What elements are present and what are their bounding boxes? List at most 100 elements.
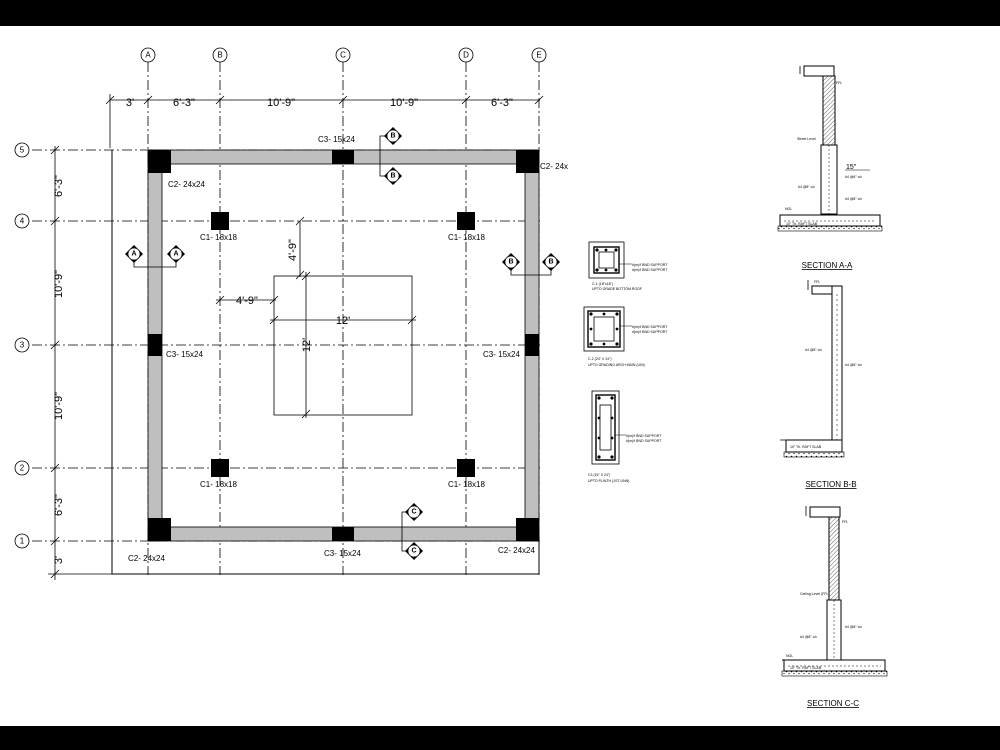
- bottom-letterbox-bar: [0, 726, 1000, 750]
- grid-bubble-d: D: [458, 47, 474, 63]
- column-c2: [148, 150, 171, 173]
- columns: [148, 150, 539, 541]
- svg-text:#4 @8" c/c: #4 @8" c/c: [845, 625, 862, 629]
- svg-text:UPTO GRADING ARCH MAIN (UNI): UPTO GRADING ARCH MAIN (UNI): [588, 363, 645, 367]
- grid-bubble-e: E: [531, 47, 547, 63]
- grid-bubble-b: B: [212, 47, 228, 63]
- section-cut-b-right: B B: [502, 253, 560, 276]
- svg-text:C: C: [411, 509, 416, 516]
- grid-lines: [32, 62, 540, 575]
- label-c3-right: C3- 15x24: [483, 350, 520, 359]
- svg-text:FFL: FFL: [836, 81, 842, 85]
- raft-outline: [111, 150, 540, 575]
- svg-text:4: 4: [20, 217, 25, 226]
- svg-text:#(m)/f BND SUPPORT: #(m)/f BND SUPPORT: [626, 439, 662, 443]
- svg-text:3: 3: [20, 341, 25, 350]
- svg-text:FFL: FFL: [842, 520, 848, 524]
- column-c2: [516, 518, 539, 541]
- drawing-sheet: A B C D E 5 4 3 2 1 3' 6'-3" 10'-9" 10'-…: [0, 26, 1000, 726]
- dim-opening-height: 12': [301, 338, 313, 352]
- section-c-c-detail: FFL Ceiling Level (FFL) #4 @8" c/c #4 @8…: [781, 506, 888, 677]
- svg-text:#4 @8" c/c: #4 @8" c/c: [798, 185, 815, 189]
- svg-text:A: A: [145, 51, 151, 60]
- label-c2-right-top: C2- 24x: [540, 162, 568, 171]
- svg-text:10" Th. RAFT SLAB: 10" Th. RAFT SLAB: [790, 666, 822, 670]
- grid-bubble-2: 2: [14, 460, 30, 476]
- label-c2-left-top: C2- 24x24: [168, 180, 205, 189]
- dim-opening-width: 12': [336, 315, 350, 327]
- dim-h-4: 10'-9": [390, 97, 418, 109]
- dim-v-2: 10'-9": [53, 270, 65, 298]
- svg-text:#(m)/f BND SUPPORT: #(m)/f BND SUPPORT: [632, 330, 668, 334]
- svg-text:2: 2: [20, 464, 25, 473]
- horizontal-dimension-line: [105, 94, 544, 148]
- column-detail-c1: #(m)/f BND SUPPORT #(m)/f BND SUPPORT C-…: [588, 241, 668, 291]
- svg-text:C: C: [411, 548, 416, 555]
- svg-text:B: B: [390, 173, 395, 180]
- section-cut-a: A A: [125, 245, 185, 268]
- section-a-a-title: SECTION A-A: [802, 261, 853, 270]
- top-letterbox-bar: [0, 0, 1000, 26]
- svg-text:C-2 (24" X 24"): C-2 (24" X 24"): [588, 357, 612, 361]
- section-b-b-title: SECTION B-B: [805, 480, 856, 489]
- dim-v-1: 6'-3": [53, 175, 65, 197]
- svg-text:UPTO GRADE BOTTOM ROOF: UPTO GRADE BOTTOM ROOF: [592, 287, 642, 291]
- column-c3: [332, 150, 354, 164]
- column-c3: [332, 527, 354, 541]
- central-opening: [273, 275, 413, 416]
- svg-text:10" Th. RAFT SLAB: 10" Th. RAFT SLAB: [790, 445, 822, 449]
- dim-v-3: 10'-9": [53, 392, 65, 420]
- column-detail-c2: #(m)/f BND SUPPORT #(m)/f BND SUPPORT C-…: [583, 306, 668, 367]
- dim-h-1: 3': [126, 97, 134, 109]
- column-c3: [148, 334, 162, 356]
- svg-text:5: 5: [20, 146, 25, 155]
- foundation-plan-drawing: A B C D E 5 4 3 2 1 3' 6'-3" 10'-9" 10'-…: [14, 47, 888, 708]
- label-c1-top-right: C1- 18x18: [448, 233, 485, 242]
- svg-text:#4 @8" c/c: #4 @8" c/c: [805, 348, 822, 352]
- label-c3-bottom: C3- 15x24: [324, 549, 361, 558]
- column-c1: [211, 212, 229, 230]
- dim-h-3: 10'-9": [267, 97, 295, 109]
- section-b-b-detail: FFL #4 @8" c/c #4 @8" c/c 10" Th. RAFT S…: [780, 280, 862, 458]
- svg-text:1: 1: [20, 537, 25, 546]
- svg-text:A: A: [131, 251, 136, 258]
- svg-text:C: C: [340, 51, 346, 60]
- grid-bubble-c: C: [335, 47, 351, 63]
- svg-text:B: B: [508, 259, 513, 266]
- svg-text:#(m)/f BND SUPPORT: #(m)/f BND SUPPORT: [632, 325, 668, 329]
- svg-text:B: B: [390, 133, 395, 140]
- section-cut-b: B B: [379, 127, 402, 185]
- svg-text:#4 @8" c/c: #4 @8" c/c: [800, 635, 817, 639]
- label-c1-bottom-right: C1- 18x18: [448, 480, 485, 489]
- label-c2-right-bottom: C2- 24x24: [498, 546, 535, 555]
- column-c2: [148, 518, 171, 541]
- section-a-a-detail: FFL Street Level 15" #4 @6" c/c #4 @8" c…: [777, 65, 883, 232]
- svg-text:Ceiling Level (FFL): Ceiling Level (FFL): [800, 592, 830, 596]
- svg-text:A: A: [173, 251, 178, 258]
- svg-text:C3 (15" X 24"): C3 (15" X 24"): [588, 473, 610, 477]
- vertical-dimension-line: [48, 145, 112, 580]
- svg-text:C-1 (18"x18"): C-1 (18"x18"): [592, 282, 613, 286]
- label-c3-left: C3- 15x24: [166, 350, 203, 359]
- svg-text:#4 @8" c/c: #4 @8" c/c: [845, 197, 862, 201]
- svg-text:15": 15": [846, 164, 857, 171]
- label-c2-left-bottom: C2- 24x24: [128, 554, 165, 563]
- svg-text:10" Th. RAFT SLAB: 10" Th. RAFT SLAB: [786, 222, 818, 226]
- grid-bubble-1: 1: [14, 533, 30, 549]
- svg-text:Street Level: Street Level: [797, 137, 816, 141]
- section-c-c-title: SECTION C-C: [807, 699, 859, 708]
- dim-opening-offset-y: 4'-9": [287, 239, 299, 261]
- opening-dimensions: [215, 216, 417, 419]
- grid-bubble-a: A: [140, 47, 156, 63]
- column-c3: [525, 334, 539, 356]
- label-c1-bottom-left: C1- 18x18: [200, 480, 237, 489]
- grid-bubble-3: 3: [14, 337, 30, 353]
- svg-text:#4 @8" c/c: #4 @8" c/c: [845, 363, 862, 367]
- grid-bubble-4: 4: [14, 213, 30, 229]
- dim-v-4: 6'-3": [53, 494, 65, 516]
- svg-text:#(m)/f BND SUPPORT: #(m)/f BND SUPPORT: [632, 263, 668, 267]
- section-cut-c: C C: [401, 503, 423, 560]
- svg-text:#4 @6" c/c: #4 @6" c/c: [845, 175, 862, 179]
- svg-text:#(m)/f BND SUPPORT: #(m)/f BND SUPPORT: [632, 268, 668, 272]
- svg-text:NGL: NGL: [785, 207, 792, 211]
